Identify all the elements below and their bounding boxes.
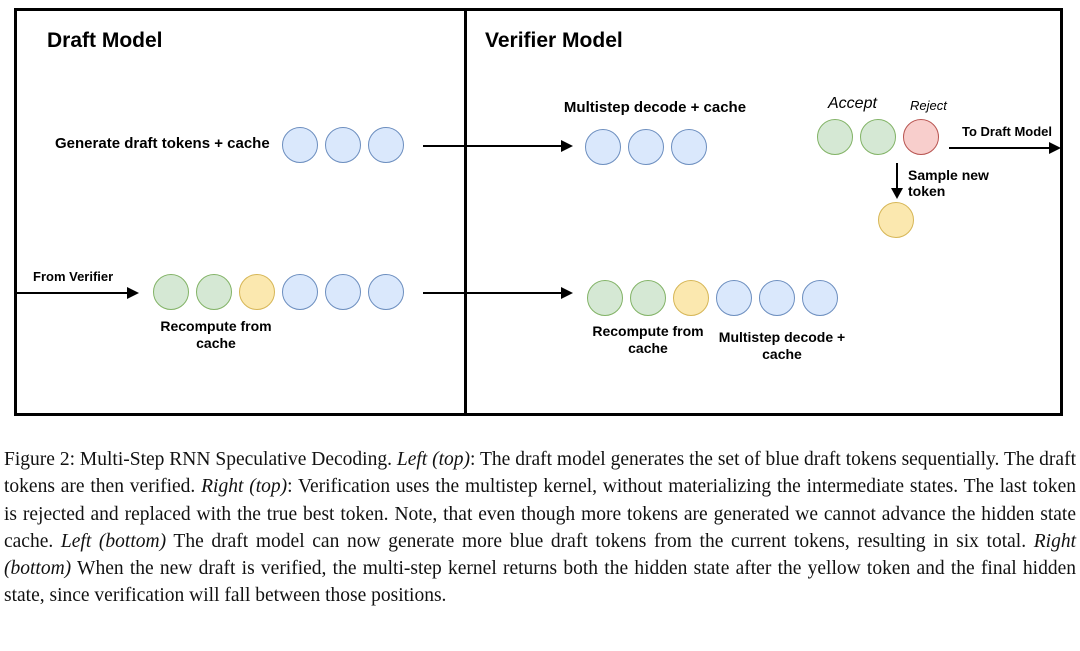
sample-new-token-label: Sample new token [908,167,989,199]
green-token [630,280,666,316]
caption-segment: Right (bottom) [4,530,1077,580]
blue-token [325,127,361,163]
to-draft-model-label: To Draft Model [962,124,1053,139]
figure-caption: Figure 2: Multi-Step RNN Speculative Dec… [4,446,1076,610]
caption-segment: : Verification uses the multistep kernel… [4,476,1076,552]
blue-token [759,280,795,316]
blue-token [282,274,318,310]
green-token [817,119,853,155]
multistep-decode-bottom-label: Multistep decode + cache [718,329,846,362]
blue-token [585,129,621,165]
green-token [153,274,189,310]
caption-segment: Left (bottom) [60,530,167,552]
blue-token [802,280,838,316]
draft-model-title: Draft Model [47,29,163,52]
yellow-token [239,274,275,310]
generate-draft-tokens-label: Generate draft tokens + cache [55,135,270,152]
green-token [587,280,623,316]
yellow-token [878,202,914,238]
accept-label: Accept [828,95,877,112]
blue-token [716,280,752,316]
caption-segment: Figure 2: Multi-Step RNN Speculative Dec… [4,449,397,470]
panel-divider [464,8,467,416]
accept-reject-token-row [817,119,939,155]
draft-bottom-token-row [153,274,404,310]
arrow-draft-to-verifier-top [423,139,573,154]
caption-segment: Right (top) [201,476,288,498]
caption-segment: The draft model can now generate more bl… [166,530,1034,552]
arrow-from-verifier [16,286,139,301]
green-token [196,274,232,310]
yellow-token [673,280,709,316]
blue-token [628,129,664,165]
blue-token [368,274,404,310]
caption-segment: When the new draft is verified, the mult… [4,558,1076,607]
multistep-decode-top-label: Multistep decode + cache [563,99,747,116]
blue-token [325,274,361,310]
arrow-sample-down [890,163,905,199]
caption-segment: Left (top) [396,449,471,470]
blue-token [671,129,707,165]
arrow-draft-to-verifier-bottom [423,286,573,301]
caption-segment: : The draft model generates the set of b… [4,449,1076,498]
arrow-to-draft-model [949,141,1061,156]
red-token [903,119,939,155]
draft-top-token-row [282,127,404,163]
blue-token [282,127,318,163]
recompute-cache-label-draft: Recompute from cache [160,318,272,351]
verifier-top-token-row [585,129,707,165]
blue-token [368,127,404,163]
verifier-model-title: Verifier Model [485,29,623,52]
green-token [860,119,896,155]
reject-label: Reject [910,98,947,113]
verifier-bottom-token-row [587,280,838,316]
from-verifier-label: From Verifier [33,269,114,284]
sampled-token [878,202,914,238]
recompute-cache-label-verifier: Recompute from cache [592,323,704,356]
